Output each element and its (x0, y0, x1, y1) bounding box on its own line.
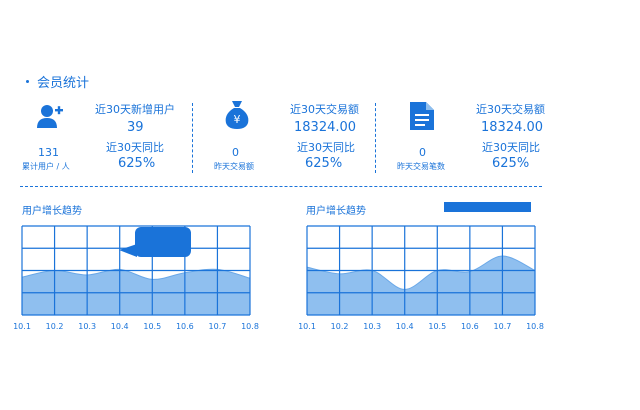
x-tick-label: 10.5 (428, 322, 446, 331)
separator-left (192, 103, 193, 173)
series-line (306, 255, 536, 290)
bullet-dot (26, 80, 29, 83)
orders-value: 18324.00 (481, 120, 544, 135)
yesterday-orders-label: 昨天交易笔数 (397, 162, 445, 171)
dashed-divider (20, 186, 542, 187)
orders-compare-value: 625% (492, 156, 530, 171)
total-users-value: 131 (38, 146, 59, 159)
new-users-value: 39 (127, 120, 144, 135)
left-chart-title: 用户增长趋势 (22, 206, 82, 217)
x-tick-label: 10.8 (526, 322, 544, 331)
tooltip-pointer (119, 244, 137, 257)
money-bag-icon: ¥ (224, 100, 250, 134)
tooltip-bubble (135, 227, 191, 257)
area-series (22, 269, 250, 315)
members-compare-value: 625% (118, 156, 156, 171)
section-title: 会员统计 (26, 72, 89, 91)
amount-compare-label: 近30天同比 (297, 141, 355, 154)
x-tick-label: 10.5 (143, 322, 161, 331)
orders-label: 近30天交易额 (476, 103, 545, 116)
x-tick-label: 10.7 (494, 322, 512, 331)
x-tick-label: 10.2 (46, 322, 64, 331)
x-tick-label: 10.6 (176, 322, 194, 331)
amount-label: 近30天交易额 (290, 103, 359, 116)
x-tick-label: 10.7 (209, 322, 227, 331)
svg-text:¥: ¥ (234, 113, 241, 126)
user-add-icon (37, 104, 63, 132)
separator-right (375, 103, 376, 173)
x-tick-label: 10.3 (363, 322, 381, 331)
yesterday-orders-value: 0 (419, 146, 426, 159)
x-tick-label: 10.1 (13, 322, 31, 331)
yesterday-amount-value: 0 (232, 146, 239, 159)
new-users-label: 近30天新增用户 (95, 103, 175, 116)
legend-bar (444, 202, 531, 212)
yesterday-amount-label: 昨天交易额 (214, 162, 254, 171)
area-series (307, 256, 535, 315)
x-tick-label: 10.6 (461, 322, 479, 331)
amount-compare-value: 625% (305, 156, 343, 171)
orders-compare-label: 近30天同比 (482, 141, 540, 154)
left-area-chart: 10.1 10.2 10.3 10.4 10.5 10.6 10.7 10.8 (13, 225, 259, 331)
members-compare-label: 近30天同比 (106, 141, 164, 154)
x-tick-label: 10.4 (111, 322, 129, 331)
total-users-label: 累计用户 / 人 (22, 162, 70, 171)
section-title-text: 会员统计 (37, 76, 90, 91)
right-chart-title: 用户增长趋势 (306, 206, 366, 217)
x-tick-label: 10.8 (241, 322, 259, 331)
x-tick-label: 10.2 (331, 322, 349, 331)
x-tick-label: 10.1 (298, 322, 316, 331)
amount-value: 18324.00 (294, 120, 357, 135)
x-tick-label: 10.4 (396, 322, 414, 331)
x-tick-label: 10.3 (78, 322, 96, 331)
right-area-chart: 10.1 10.2 10.3 10.4 10.5 10.6 10.7 10.8 (298, 225, 544, 331)
document-icon (410, 102, 434, 134)
